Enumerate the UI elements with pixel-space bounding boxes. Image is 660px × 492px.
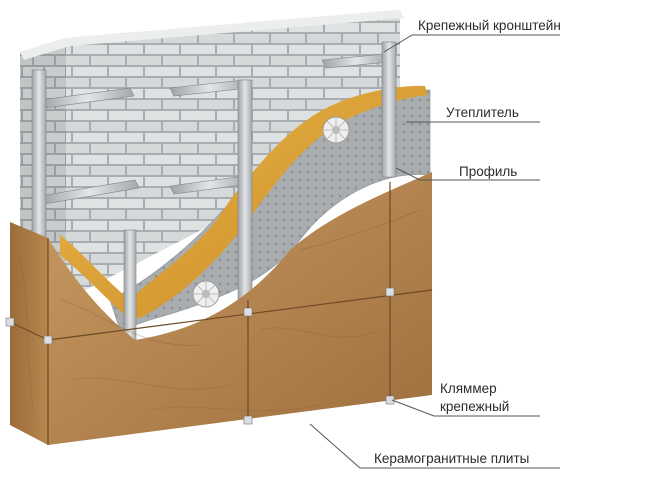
label-tiles: Керамогранитные плиты: [374, 451, 529, 466]
leader-profile: [395, 167, 540, 181]
tile-cladding: [5, 172, 433, 445]
label-insulation: Утеплитель: [446, 105, 519, 120]
tile-front-face: [48, 172, 432, 445]
insulation-dowel-lower: [192, 280, 220, 308]
clamp: [385, 287, 395, 297]
tile-texture: [19, 209, 421, 421]
clamp: [243, 307, 253, 317]
label-profile: Профиль: [459, 164, 517, 179]
label-bracket: Крепежный кронштейн: [418, 18, 561, 33]
leader-clamp: [391, 399, 540, 417]
profile: [237, 79, 253, 301]
profile: [123, 229, 137, 341]
label-clamp-line1: Кляммер: [440, 381, 497, 396]
brick-wall-front-face: [66, 10, 400, 300]
leader-lines: [309, 34, 560, 469]
clamp: [243, 415, 253, 425]
clamp: [5, 317, 15, 327]
profile: [381, 41, 397, 178]
label-clamp-line2: крепежный: [440, 399, 509, 414]
insulation-dowel-upper: [322, 116, 350, 144]
clamp: [385, 395, 395, 405]
leader-bracket: [383, 34, 560, 53]
tile-side-face: [10, 222, 48, 445]
leader-tiles: [309, 423, 560, 469]
brick-wall-top: [20, 10, 404, 60]
clamp: [43, 335, 53, 345]
tile-clamps: [5, 287, 395, 425]
